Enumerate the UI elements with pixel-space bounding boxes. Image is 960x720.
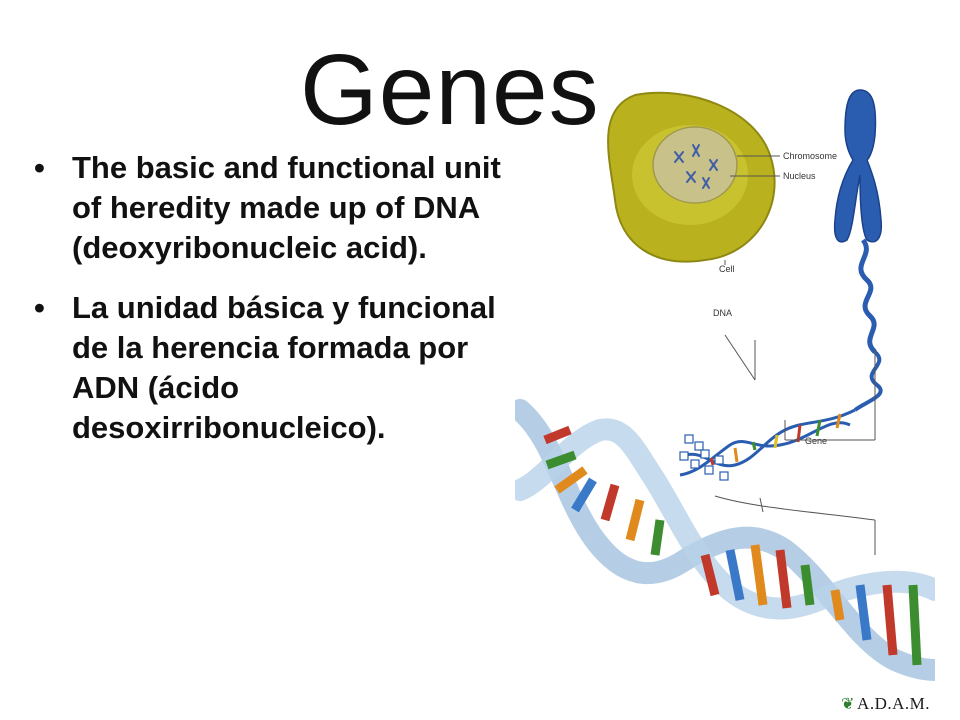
bullet-list: • The basic and functional unit of hered… (32, 148, 512, 468)
cell-label: Cell (719, 264, 735, 274)
bullet-icon: • (34, 290, 45, 325)
bullet-text: La unidad básica y funcional de la heren… (72, 290, 496, 445)
nucleus-shape (652, 126, 738, 204)
chromosome-label: Chromosome (783, 151, 837, 161)
bullet-item-spanish: • La unidad básica y funcional de la her… (32, 288, 512, 448)
leaf-icon: ❦ (841, 696, 856, 713)
gene-label: Gene (805, 436, 827, 446)
dna-label: DNA (713, 308, 732, 318)
genetics-illustration: Chromosome Nucleus Cell (515, 89, 935, 681)
slide-title: Genes (300, 34, 600, 146)
cell-illustration: Chromosome Nucleus Cell (607, 91, 837, 274)
logo-text: A.D.A.M. (857, 694, 930, 713)
dna-double-helix-large (515, 399, 935, 681)
chromosome-illustration (833, 89, 883, 412)
bullet-icon: • (34, 150, 45, 185)
nucleus-chromosomes (674, 144, 718, 189)
bullet-item-english: • The basic and functional unit of hered… (32, 148, 512, 268)
adam-logo: ❦A.D.A.M. (841, 694, 930, 714)
bullet-text: The basic and functional unit of heredit… (72, 150, 501, 265)
nucleus-label: Nucleus (783, 171, 816, 181)
dna-strand-small: DNA Gene (679, 308, 876, 555)
